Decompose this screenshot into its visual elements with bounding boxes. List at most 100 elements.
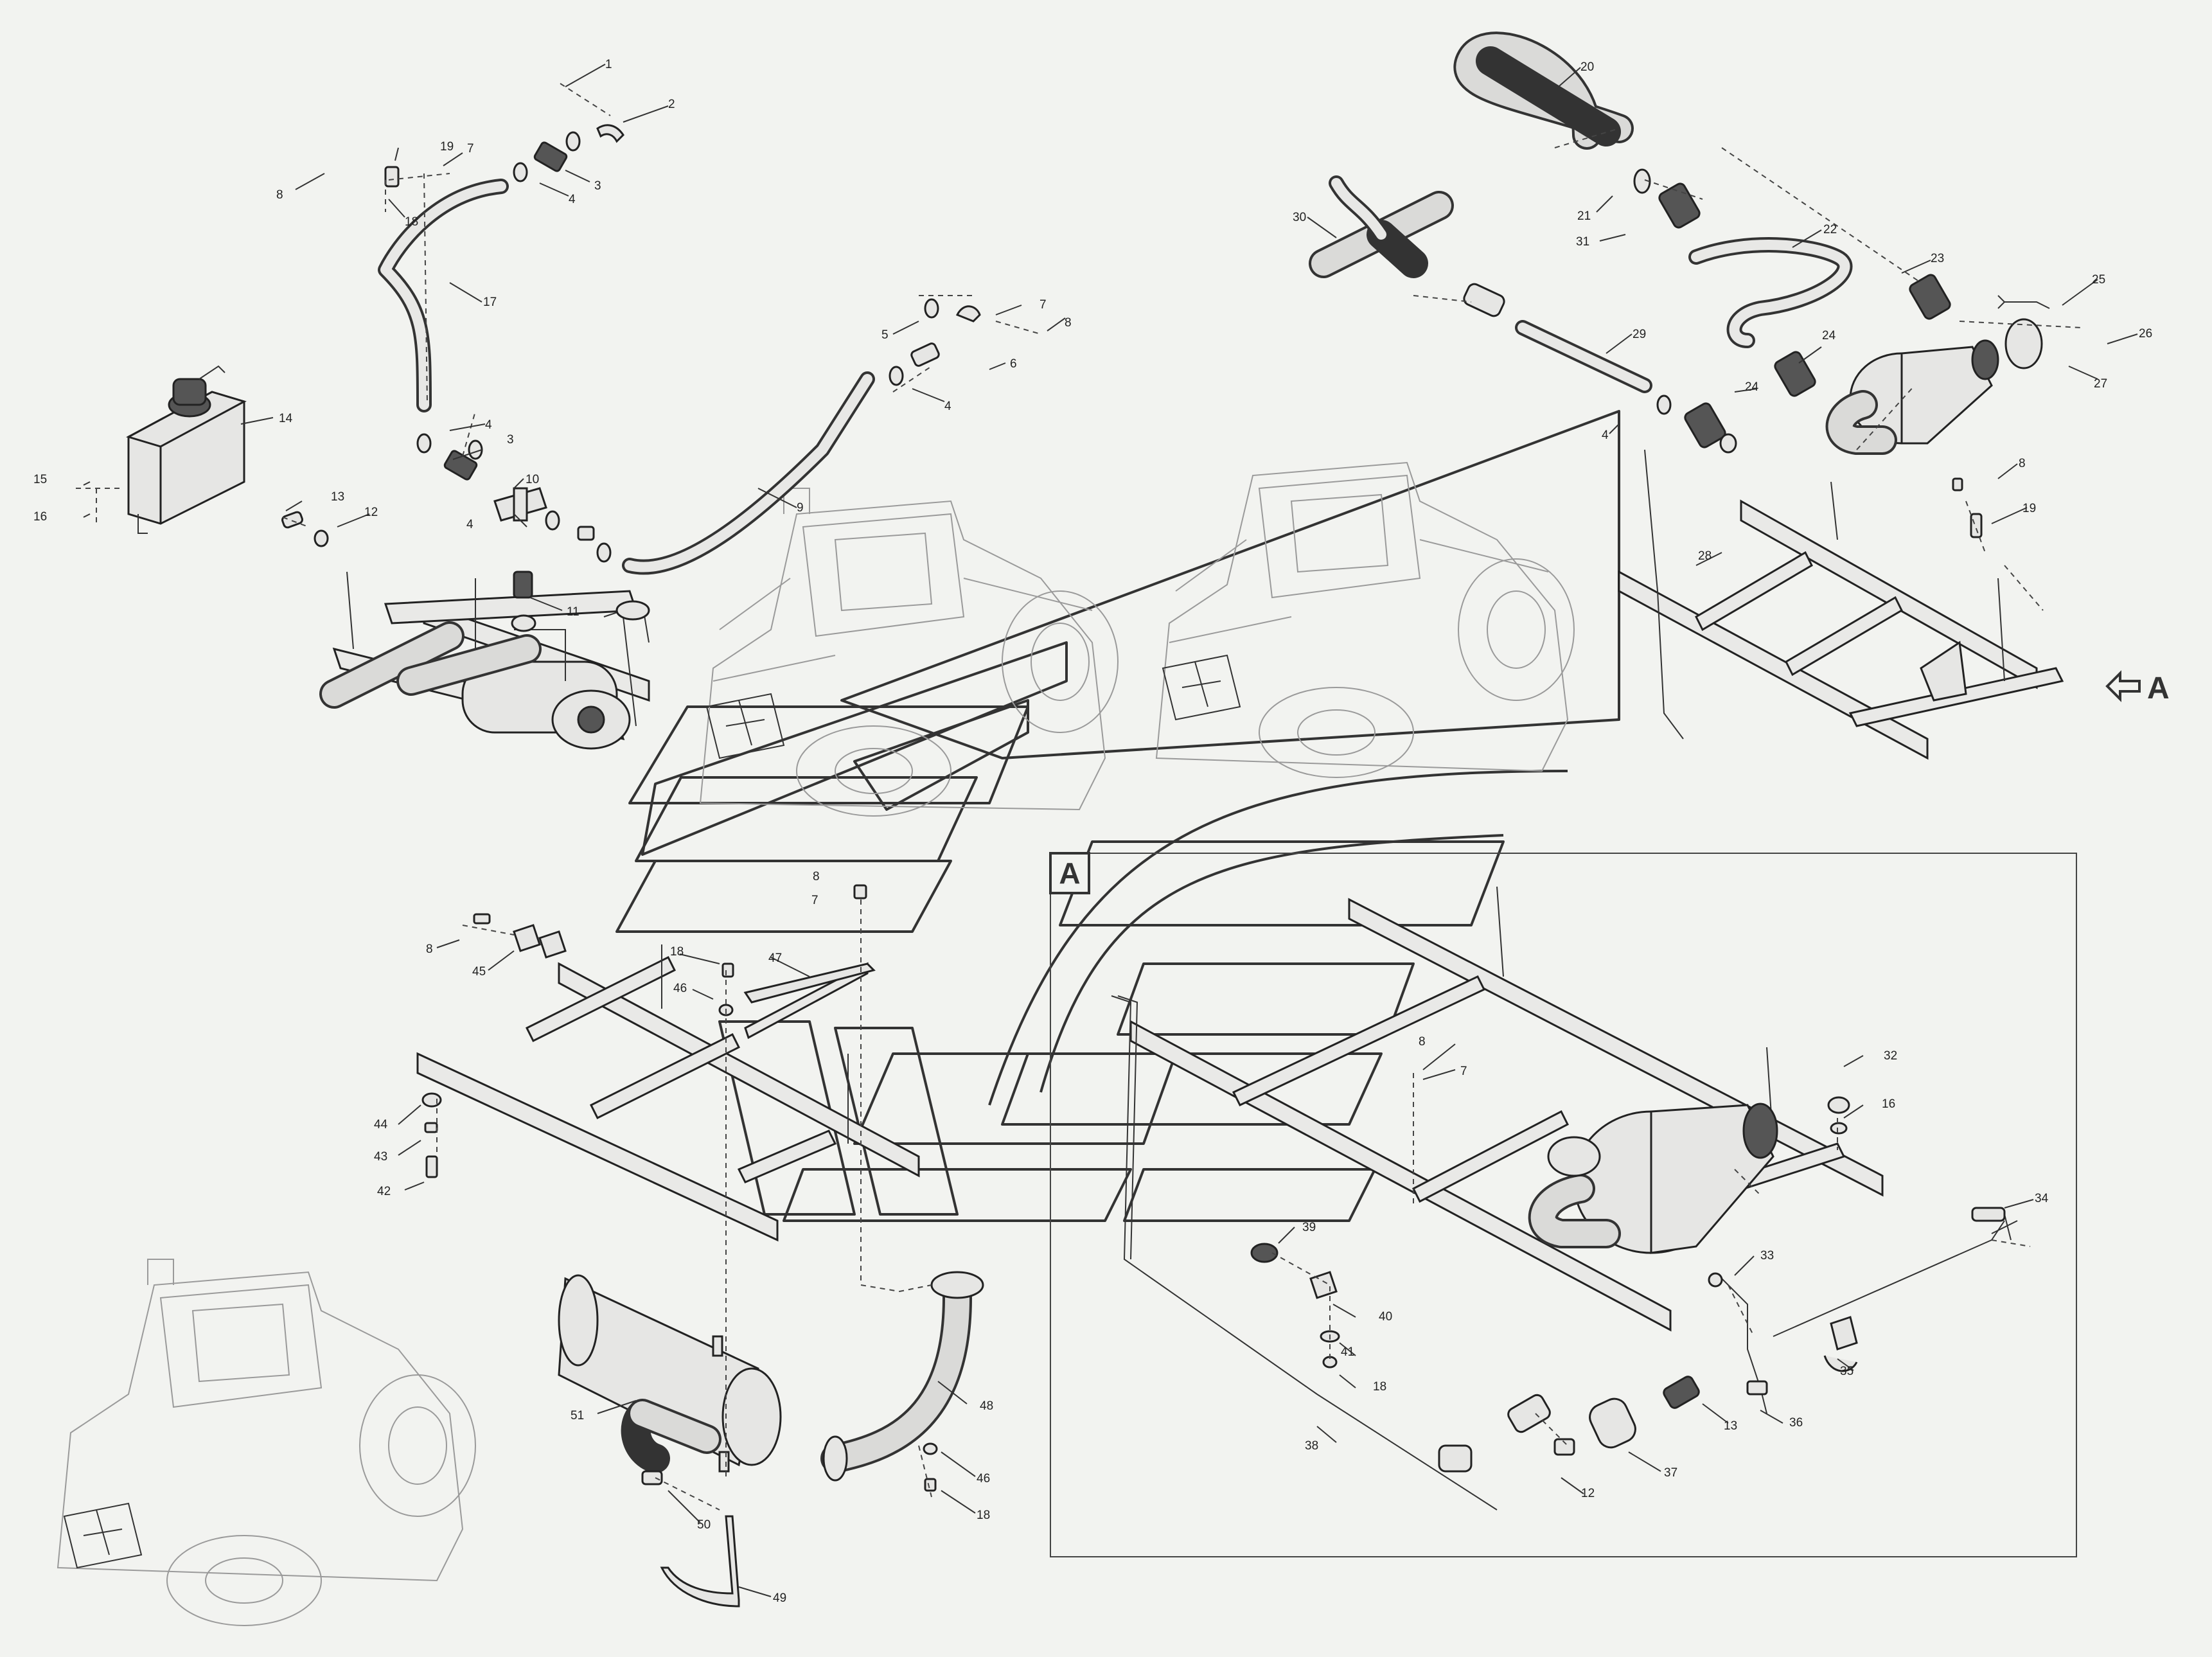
- leader-lines: [83, 64, 2138, 1597]
- callout-21: 21: [1577, 209, 1591, 223]
- callout-35: 35: [1840, 1365, 1854, 1378]
- callout-24: 24: [1822, 329, 1836, 342]
- callout-11: 11: [567, 605, 580, 619]
- callout-3: 3: [594, 179, 601, 193]
- callout-6: 6: [1010, 357, 1017, 371]
- callout-4: 4: [1602, 429, 1609, 442]
- callout-7: 7: [467, 142, 474, 155]
- callout-12: 12: [1581, 1487, 1595, 1500]
- callout-4: 4: [485, 418, 492, 432]
- callout-1: 1: [605, 58, 612, 71]
- callout-38: 38: [1305, 1439, 1318, 1453]
- callout-46: 46: [673, 982, 687, 995]
- callout-4: 4: [466, 518, 473, 531]
- tractor-outline-right: [1155, 461, 1575, 778]
- callout-12: 12: [364, 506, 378, 519]
- callout-19: 19: [2022, 502, 2036, 515]
- callout-42: 42: [377, 1185, 391, 1198]
- callout-27: 27: [2094, 377, 2107, 391]
- callout-43: 43: [374, 1150, 387, 1164]
- callout-16: 16: [1882, 1097, 1895, 1111]
- callout-13: 13: [331, 490, 344, 504]
- couplings-right: [1633, 168, 1951, 454]
- tee-fitting-30: [1309, 175, 1454, 278]
- callout-14: 14: [279, 412, 293, 425]
- callout-4: 4: [944, 400, 951, 413]
- callout-17: 17: [483, 296, 497, 309]
- callout-44: 44: [374, 1118, 388, 1131]
- callout-19: 19: [440, 140, 454, 154]
- callout-18: 18: [670, 945, 684, 959]
- callout-16: 16: [33, 510, 47, 524]
- svg-text:A: A: [2147, 671, 2170, 705]
- small-parts-lower-left: [421, 884, 938, 1492]
- callout-9: 9: [797, 501, 804, 515]
- callout-7: 7: [1460, 1065, 1467, 1078]
- callout-7: 7: [1040, 298, 1047, 312]
- view-a-tag: A: [1049, 852, 1090, 894]
- frame-28: [1618, 449, 2064, 760]
- callout-8: 8: [426, 943, 433, 956]
- part-callouts: 1 2 3 4 19 7 8 18 17 14 15 16 13 12 4 3 …: [33, 58, 2152, 1605]
- callout-31: 31: [1576, 235, 1589, 249]
- callout-50: 50: [697, 1518, 711, 1532]
- tractor-outline-left: [699, 488, 1119, 817]
- callout-8: 8: [813, 870, 820, 883]
- callout-39: 39: [1302, 1221, 1316, 1234]
- callout-10: 10: [526, 473, 539, 486]
- hose-fittings-center: [889, 298, 981, 386]
- callout-51: 51: [571, 1409, 584, 1422]
- callout-40: 40: [1379, 1310, 1392, 1324]
- frame-lower-left: [416, 944, 920, 1242]
- assembly-lines: [76, 83, 2082, 1511]
- callout-3: 3: [507, 433, 514, 447]
- callout-8: 8: [276, 188, 283, 202]
- callout-13: 13: [1724, 1419, 1737, 1433]
- callout-7: 7: [811, 894, 818, 907]
- callout-5: 5: [881, 328, 889, 342]
- callout-30: 30: [1293, 211, 1306, 224]
- clamp-strap-49: [660, 1515, 740, 1608]
- callout-8: 8: [1065, 316, 1072, 330]
- callout-37: 37: [1664, 1466, 1677, 1480]
- svg-text:A: A: [1059, 856, 1080, 890]
- callout-47: 47: [768, 952, 782, 965]
- callout-18: 18: [1373, 1380, 1386, 1394]
- callout-41: 41: [1341, 1345, 1354, 1359]
- callout-24: 24: [1745, 380, 1759, 394]
- callout-4: 4: [569, 193, 576, 206]
- callout-2: 2: [668, 98, 675, 111]
- callout-49: 49: [773, 1591, 786, 1605]
- fuel-parts-detail: [1250, 1096, 2006, 1473]
- callout-23: 23: [1931, 252, 1944, 265]
- callout-29: 29: [1632, 328, 1646, 341]
- callout-28: 28: [1698, 549, 1712, 563]
- callout-26: 26: [2139, 327, 2152, 341]
- callout-32: 32: [1884, 1049, 1897, 1063]
- callout-8: 8: [2019, 457, 2026, 470]
- callout-22: 22: [1823, 223, 1837, 236]
- hose-fittings-left: [281, 124, 624, 632]
- callout-45: 45: [472, 965, 486, 979]
- callout-15: 15: [33, 473, 47, 486]
- callout-46: 46: [977, 1472, 990, 1485]
- heater-unit-upper: [1825, 295, 2050, 455]
- callout-36: 36: [1789, 1416, 1803, 1430]
- muffler-51: [558, 1274, 782, 1473]
- callout-48: 48: [980, 1399, 993, 1413]
- callout-25: 25: [2092, 273, 2105, 287]
- callout-20: 20: [1580, 60, 1594, 74]
- callout-18: 18: [977, 1509, 990, 1522]
- coolant-tank: [126, 365, 247, 534]
- detail-view-a-frame: [1050, 853, 2077, 1557]
- heater-unit-detail: [1528, 1103, 1778, 1254]
- callout-33: 33: [1760, 1249, 1774, 1263]
- callout-18: 18: [405, 215, 418, 229]
- callout-8: 8: [1419, 1035, 1426, 1049]
- exhaust-elbow-48: [820, 1271, 984, 1482]
- watermark-logo: [615, 410, 1620, 1222]
- callout-34: 34: [2035, 1192, 2049, 1205]
- view-a-arrow: A: [2105, 670, 2170, 705]
- tractor-outline-bottom: [57, 1259, 476, 1626]
